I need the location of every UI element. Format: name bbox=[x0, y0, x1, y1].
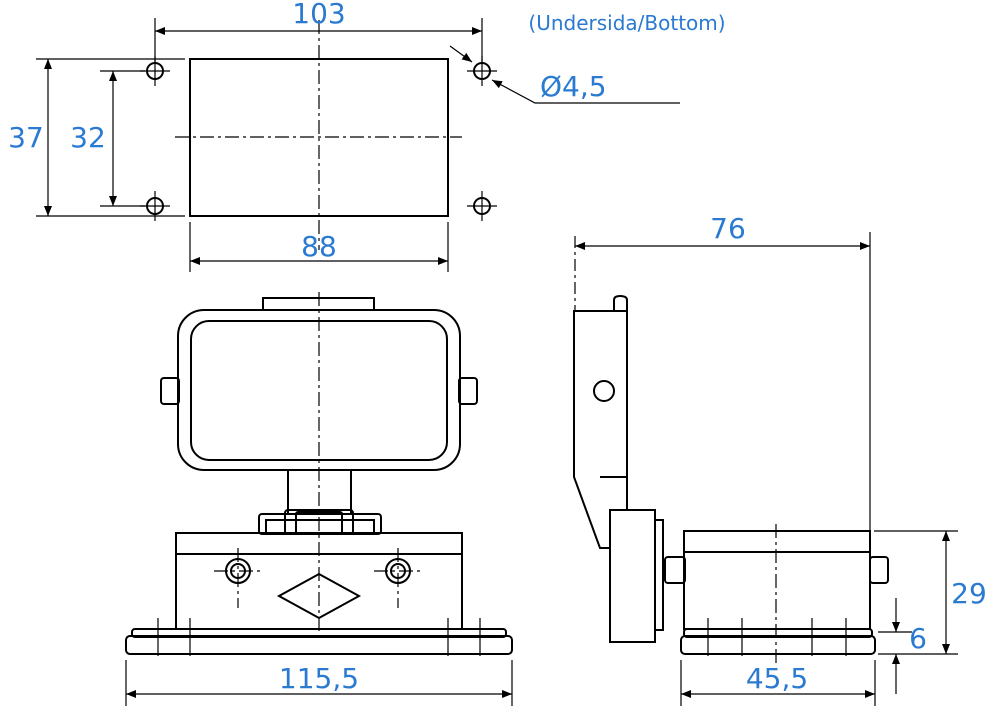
dim-label-inner-width: 88 bbox=[301, 230, 337, 263]
side-view bbox=[573, 232, 958, 706]
dim-label-front-width: 115,5 bbox=[279, 662, 359, 695]
side-lever-hole bbox=[593, 380, 615, 402]
dim-label-hole-diameter: Ø4,5 bbox=[540, 70, 607, 103]
front-view bbox=[125, 292, 513, 706]
side-lever bbox=[573, 310, 628, 549]
front-pin-right bbox=[374, 548, 422, 608]
dim-label-top-width: 103 bbox=[292, 0, 345, 30]
dim-label-hole-spacing: 32 bbox=[70, 121, 106, 154]
dim-label-outer-height: 37 bbox=[8, 121, 44, 154]
top-view-body bbox=[189, 58, 449, 217]
front-side-stud-left bbox=[160, 377, 180, 405]
front-base-flange bbox=[125, 635, 513, 655]
mounting-hole-bottom-right bbox=[467, 191, 497, 221]
dim-label-flange-height: 6 bbox=[909, 622, 927, 655]
side-housing-body bbox=[683, 530, 871, 630]
side-latch-bracket bbox=[609, 509, 656, 643]
dim-label-side-width: 45,5 bbox=[746, 662, 808, 695]
front-pin-left bbox=[214, 548, 262, 608]
top-view bbox=[36, 18, 680, 272]
note-bottom-view: (Undersida/Bottom) bbox=[528, 11, 725, 35]
front-side-stud-right bbox=[458, 377, 478, 405]
dim-label-base-height: 29 bbox=[951, 577, 987, 610]
dim-label-side-depth: 76 bbox=[710, 212, 746, 245]
front-diamond-mark bbox=[276, 572, 362, 620]
